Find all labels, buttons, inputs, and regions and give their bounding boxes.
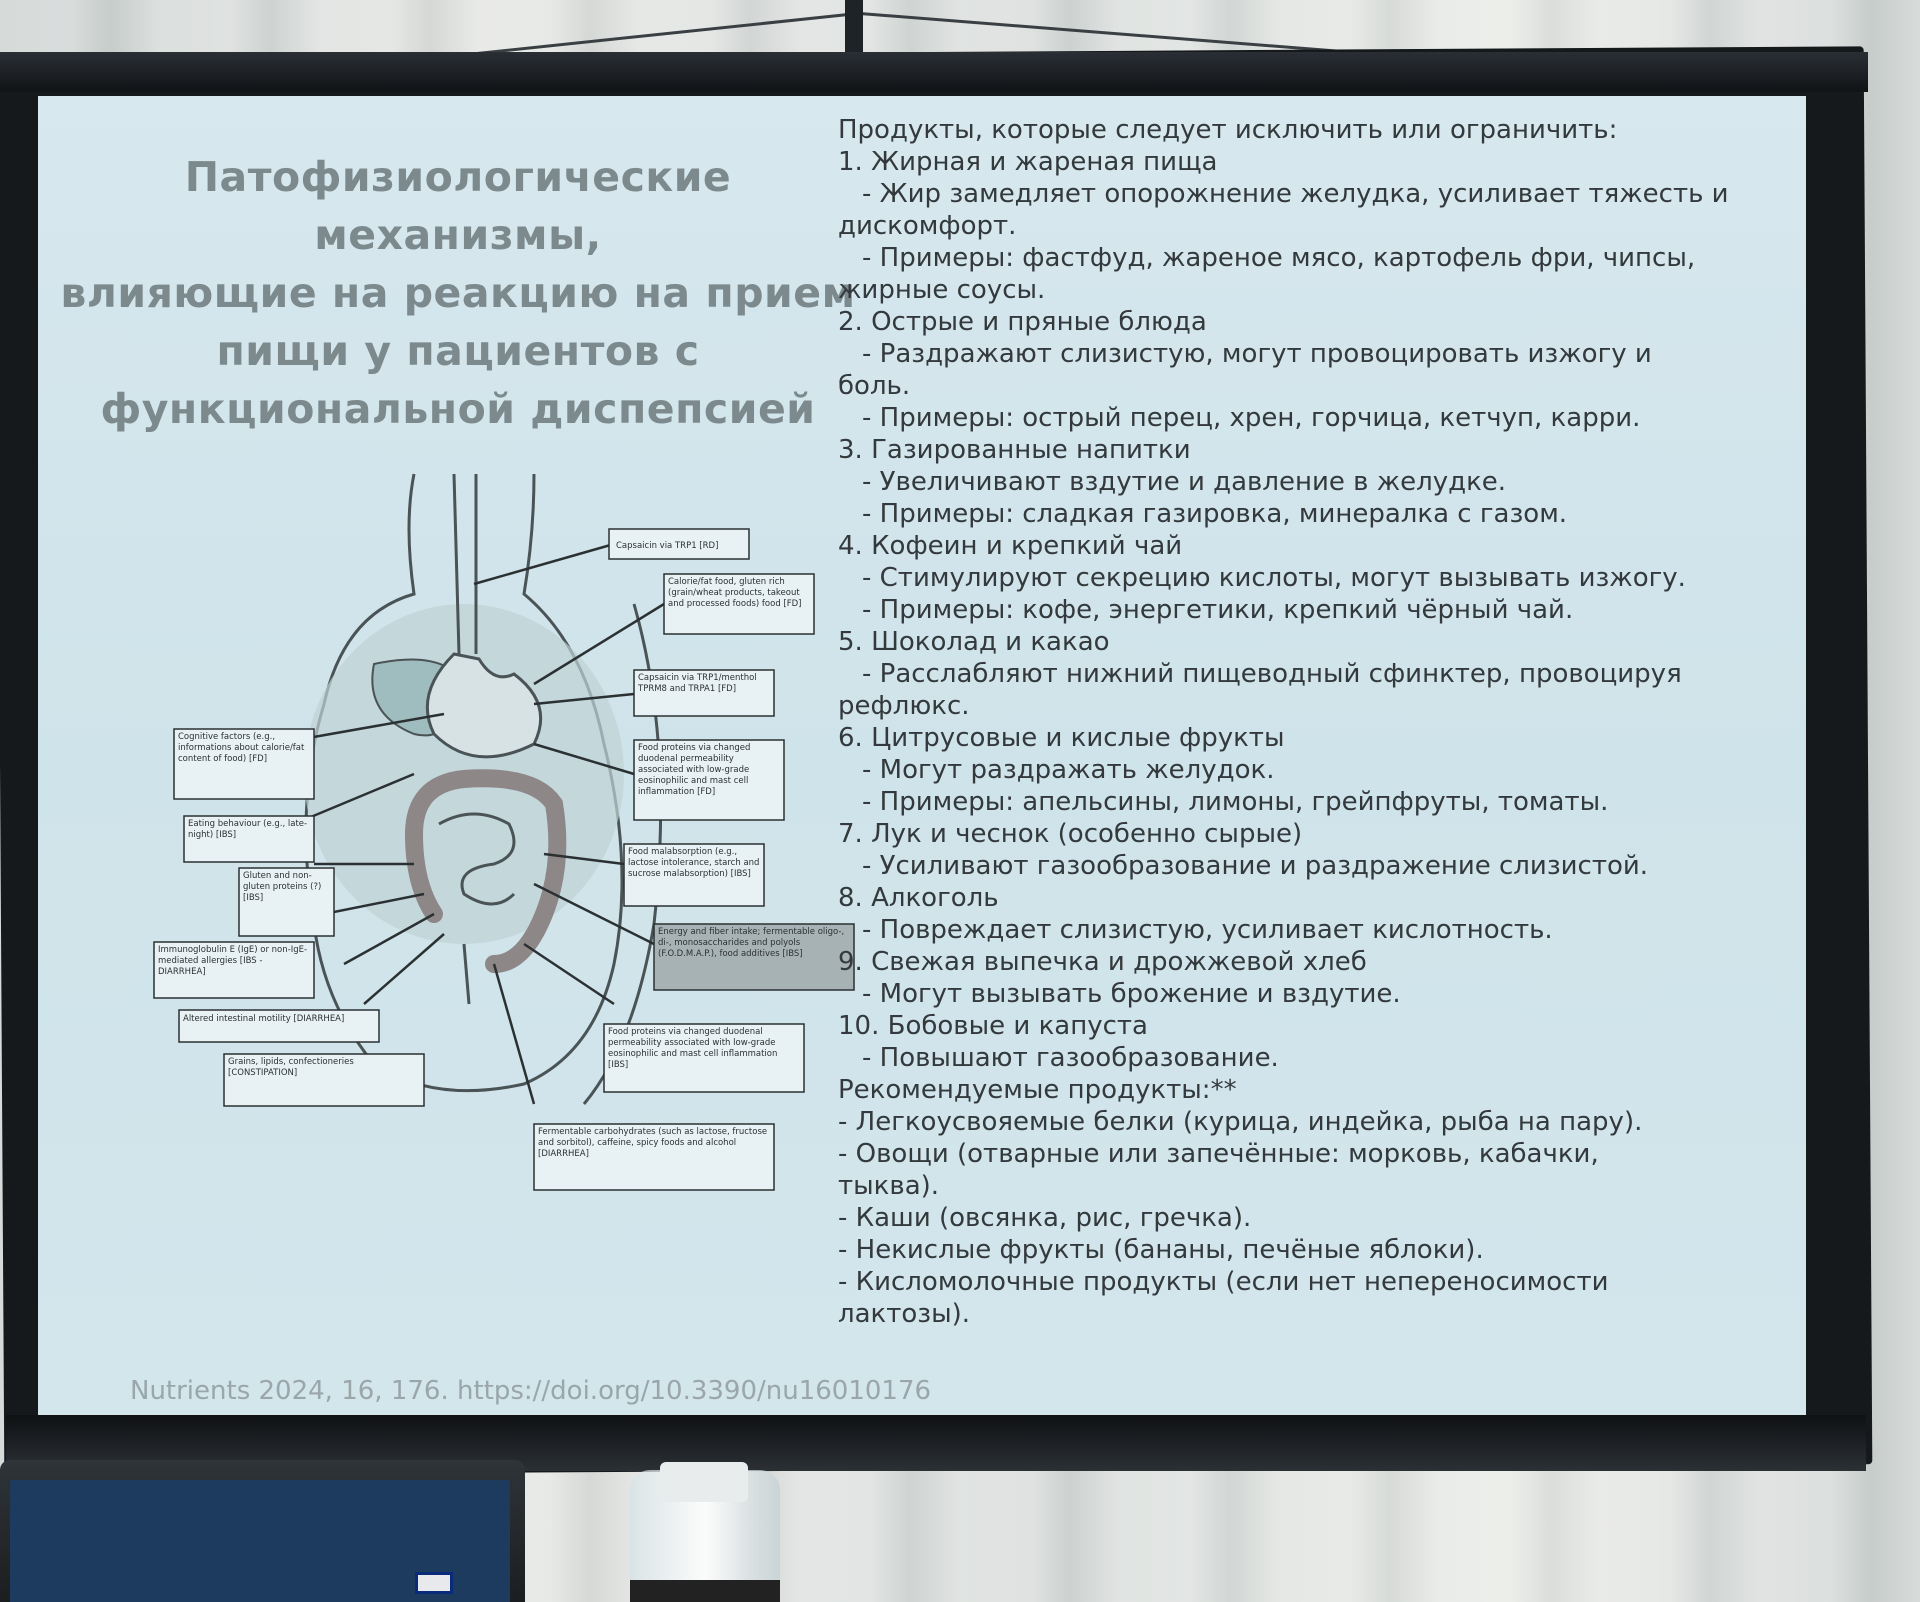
esophagus xyxy=(452,473,461,655)
diagram-label: Capsaicin via TRP1/menthol TPRM8 and TRP… xyxy=(638,673,757,694)
list-item: 1. Жирная и жареная пища xyxy=(838,147,1218,177)
list-item: лактозы). xyxy=(838,1299,971,1329)
list-item: - Усиливают газообразование и раздражени… xyxy=(862,851,1649,881)
list-item: - Кисломолочные продукты (если нет непер… xyxy=(838,1267,1609,1297)
list-item: - Примеры: фастфуд, жареное мясо, картоф… xyxy=(862,243,1696,273)
screen-top-bar xyxy=(0,52,1868,92)
list-item: тыква). xyxy=(838,1171,940,1201)
app-icon xyxy=(415,1572,453,1594)
list-item: 6. Цитрусовые и кислые фрукты xyxy=(838,723,1285,753)
list-item: - Легкоусвояемые белки (курица, индейка,… xyxy=(838,1107,1643,1137)
title-line: пищи у пациентов с xyxy=(216,327,700,375)
list-item: дискомфорт. xyxy=(838,211,1017,241)
citation: Nutrients 2024, 16, 176. https://doi.org… xyxy=(130,1376,932,1406)
list-item: жирные соусы. xyxy=(838,275,1046,305)
diagram-labels-left: Cognitive factors (e.g., informations ab… xyxy=(153,728,425,1107)
list-item: - Каши (овсянка, рис, гречка). xyxy=(838,1203,1252,1233)
title-line: Патофизиологические механизмы, xyxy=(184,153,732,259)
list-item: - Некислые фрукты (бананы, печёные яблок… xyxy=(838,1235,1484,1265)
slide-title: Патофизиологические механизмы, влияющие … xyxy=(58,148,858,438)
list-item: - Могут вызывать брожение и вздутие. xyxy=(862,979,1401,1009)
diagram-label: Immunoglobulin E (IgE) or non-IgE-mediat… xyxy=(158,945,308,977)
list-item: - Стимулируют секрецию кислоты, могут вы… xyxy=(862,563,1686,593)
small-intestine xyxy=(438,812,516,906)
list-item: - Примеры: кофе, энергетики, крепкий чёр… xyxy=(862,595,1574,625)
list-item: 9. Свежая выпечка и дрожжевой хлеб xyxy=(838,947,1367,977)
diagram-label: Eating behaviour (e.g., late-night) [IBS… xyxy=(188,819,308,840)
diagram-label: Food proteins via changed duodenal perme… xyxy=(608,1027,778,1070)
list-item: боль. xyxy=(838,371,911,401)
list-item: - Увеличивают вздутие и давление в желуд… xyxy=(862,467,1507,497)
title-line: влияющие на реакцию на прием xyxy=(60,269,856,317)
diagram-label: Food proteins via changed duodenal perme… xyxy=(638,743,751,797)
diagram-label: Cognitive factors (e.g., informations ab… xyxy=(178,732,305,764)
list-item: - Повреждает слизистую, усиливает кислот… xyxy=(862,915,1553,945)
food-list: Продукты, которые следует исключить или … xyxy=(838,114,1793,1330)
presentation-slide: Патофизиологические механизмы, влияющие … xyxy=(38,96,1806,1426)
list-item: 8. Алкоголь xyxy=(838,883,999,913)
diagram-label: Calorie/fat food, gluten rich (grain/whe… xyxy=(668,577,802,609)
list-item: - Примеры: острый перец, хрен, горчица, … xyxy=(862,403,1641,433)
list-item: 7. Лук и чеснок (особенно сырые) xyxy=(838,819,1303,849)
list-item: 10. Бобовые и капуста xyxy=(838,1011,1148,1041)
list-item: - Повышают газообразование. xyxy=(862,1043,1279,1073)
list-item: рефлюкс. xyxy=(838,691,970,721)
projector-mount xyxy=(845,0,863,62)
list-item: - Раздражают слизистую, могут провоциров… xyxy=(862,339,1652,369)
diagram-labels-right: Capsaicin via TRP1 [RD] Calorie/fat food… xyxy=(533,528,855,1191)
diagram-label: Fermentable carbohydrates (such as lacto… xyxy=(538,1127,768,1159)
list-item: 2. Острые и пряные блюда xyxy=(838,307,1207,337)
list-item: - Овощи (отварные или запечённые: морков… xyxy=(838,1139,1599,1169)
diagram-label: Food malabsorption (e.g., lactose intole… xyxy=(628,847,760,879)
diagram-label: Capsaicin via TRP1 [RD] xyxy=(616,541,718,551)
list-item: - Примеры: апельсины, лимоны, грейпфруты… xyxy=(862,787,1609,817)
list-item: - Примеры: сладкая газировка, минералка … xyxy=(862,499,1568,529)
list-item: 4. Кофеин и крепкий чай xyxy=(838,531,1183,561)
diagram-label: Gluten and non-gluten proteins (?) [IBS] xyxy=(243,871,322,903)
rectum xyxy=(462,943,471,1005)
diagram-label: Energy and fiber intake; fermentable oli… xyxy=(658,927,845,959)
list-heading: Продукты, которые следует исключить или … xyxy=(838,115,1618,145)
connector-lines xyxy=(273,542,665,1105)
bottle-cap xyxy=(660,1462,748,1502)
list-heading: Рекомендуемые продукты:** xyxy=(838,1075,1237,1105)
list-item: - Расслабляют нижний пищеводный сфинктер… xyxy=(862,659,1682,689)
colon xyxy=(405,769,567,973)
stomach xyxy=(425,652,543,759)
bottle-label xyxy=(630,1580,780,1602)
diagram-label: Altered intestinal motility [DIARRHEA] xyxy=(183,1014,345,1024)
colon xyxy=(405,825,443,923)
list-item: - Жир замедляет опорожнение желудка, уси… xyxy=(862,179,1729,209)
title-line: функциональной диспепсией xyxy=(100,385,816,433)
digestive-system-diagram: Capsaicin via TRP1 [RD] Calorie/fat food… xyxy=(153,473,855,1191)
list-item: 3. Газированные напитки xyxy=(838,435,1191,465)
diagram-label: Grains, lipids, confectioneries [CONSTIP… xyxy=(228,1057,354,1078)
list-item: 5. Шоколад и какао xyxy=(838,627,1110,657)
list-item: - Могут раздражать желудок. xyxy=(862,755,1275,785)
